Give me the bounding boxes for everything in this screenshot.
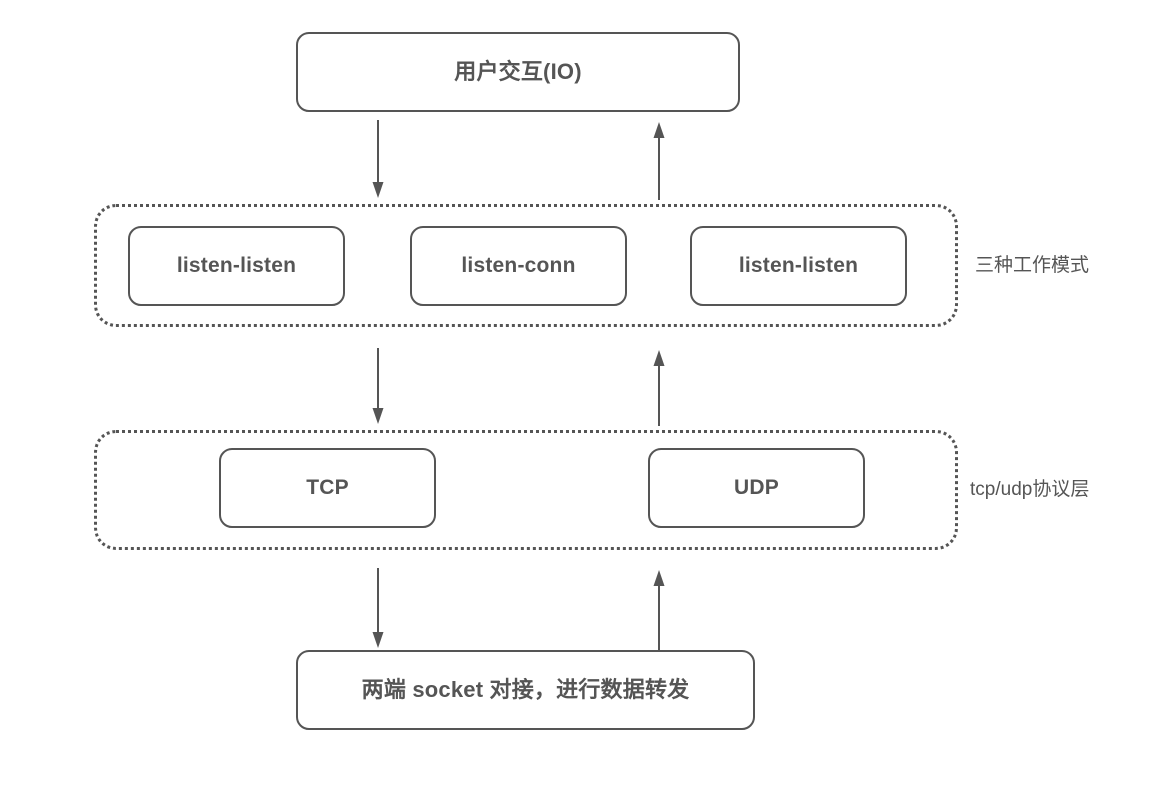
node-listen-conn: listen-conn xyxy=(410,226,627,306)
arrow-protocol-to-socket xyxy=(370,568,386,650)
node-label: 两端 socket 对接，进行数据转发 xyxy=(361,676,690,702)
node-label: listen-listen xyxy=(176,254,297,278)
arrow-protocol-to-modes xyxy=(651,348,667,426)
group-work-modes xyxy=(94,204,958,327)
node-listen-listen-right: listen-listen xyxy=(690,226,907,306)
group-protocol-layer xyxy=(94,430,958,550)
label-work-modes: 三种工作模式 xyxy=(975,255,1090,276)
node-label: listen-listen xyxy=(738,254,859,278)
node-socket-forwarding: 两端 socket 对接，进行数据转发 xyxy=(296,650,755,730)
node-label: listen-conn xyxy=(461,254,576,278)
node-label: UDP xyxy=(734,476,779,500)
arrow-modes-to-protocol xyxy=(370,348,386,426)
arrow-io-to-modes xyxy=(370,120,386,200)
node-user-interaction-io: 用户交互(IO) xyxy=(296,32,740,112)
node-tcp: TCP xyxy=(219,448,436,528)
node-listen-listen-left: listen-listen xyxy=(128,226,345,306)
label-protocol-layer: tcp/udp协议层 xyxy=(970,479,1090,500)
arrow-socket-to-protocol xyxy=(651,568,667,650)
node-udp: UDP xyxy=(648,448,865,528)
arrow-modes-to-io xyxy=(651,120,667,200)
node-label: TCP xyxy=(306,476,349,500)
node-label: 用户交互(IO) xyxy=(454,58,582,84)
